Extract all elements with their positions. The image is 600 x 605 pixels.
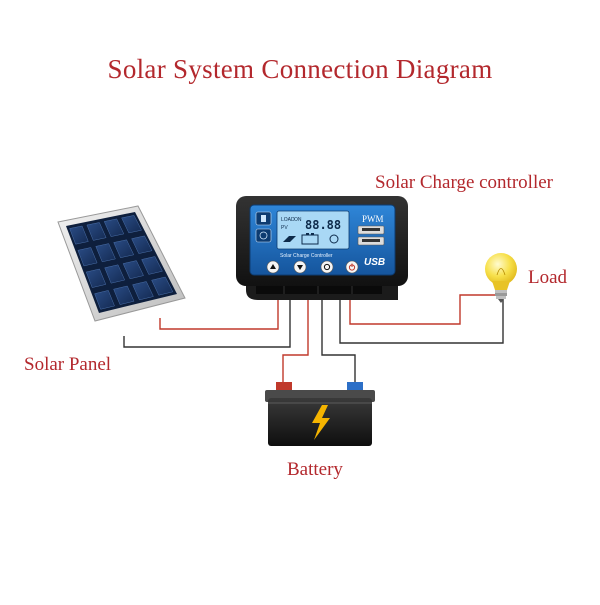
- panel-cell: [85, 268, 107, 288]
- panel-cells: [69, 215, 174, 310]
- battery-label: Battery: [287, 459, 343, 480]
- panel-cell: [103, 218, 125, 237]
- panel-cell: [95, 243, 116, 263]
- lcd-digits: 88.88: [305, 218, 341, 232]
- panel-cell: [132, 281, 154, 301]
- wires: [123, 294, 504, 390]
- panel-cell: [104, 264, 126, 284]
- load-negative-wire: [339, 298, 504, 344]
- diagram-title: Solar System Connection Diagram: [107, 54, 493, 84]
- lcd-display: [276, 210, 350, 250]
- charge-controller-icon: LOAD ON PV 88.88 PWM Solar Charge Contro…: [236, 196, 408, 300]
- solar-panel-icon: [57, 205, 186, 322]
- panel-cell: [113, 239, 135, 258]
- panel-cell: [122, 260, 144, 280]
- lcd-label-on: ON: [294, 217, 302, 223]
- panel-cell: [131, 235, 153, 254]
- lightning-bolt-icon: [312, 405, 330, 440]
- lcd-label-pv: PV: [281, 225, 288, 231]
- battery-positive-wire: [282, 300, 309, 390]
- panel-cell: [86, 222, 107, 241]
- panel-cell: [113, 285, 135, 305]
- set-button: [320, 260, 334, 274]
- battery-icon: [265, 382, 375, 446]
- panel-cell: [121, 215, 142, 234]
- panel-cell: [94, 290, 115, 310]
- load-label: Load: [528, 267, 568, 288]
- panel-cell: [77, 247, 98, 267]
- usb-logo-text: USB: [364, 257, 385, 268]
- controller-label: Solar Charge controller: [375, 172, 553, 193]
- panel-positive-wire: [159, 300, 279, 330]
- panel-cell: [69, 225, 89, 245]
- controller-type-label: PWM: [362, 214, 384, 224]
- battery-negative-wire: [321, 300, 356, 390]
- light-bulb-icon: [485, 253, 517, 303]
- panel-cell: [151, 276, 174, 296]
- controller-buttons: [266, 260, 359, 274]
- panel-cell: [141, 256, 163, 275]
- panel-negative-wire: [123, 300, 291, 348]
- solar-panel-label: Solar Panel: [24, 354, 112, 375]
- controller-brand-text: Solar Charge Controller: [280, 253, 333, 259]
- lcd-label-load: LOAD: [281, 217, 295, 223]
- load-positive-wire: [349, 294, 495, 325]
